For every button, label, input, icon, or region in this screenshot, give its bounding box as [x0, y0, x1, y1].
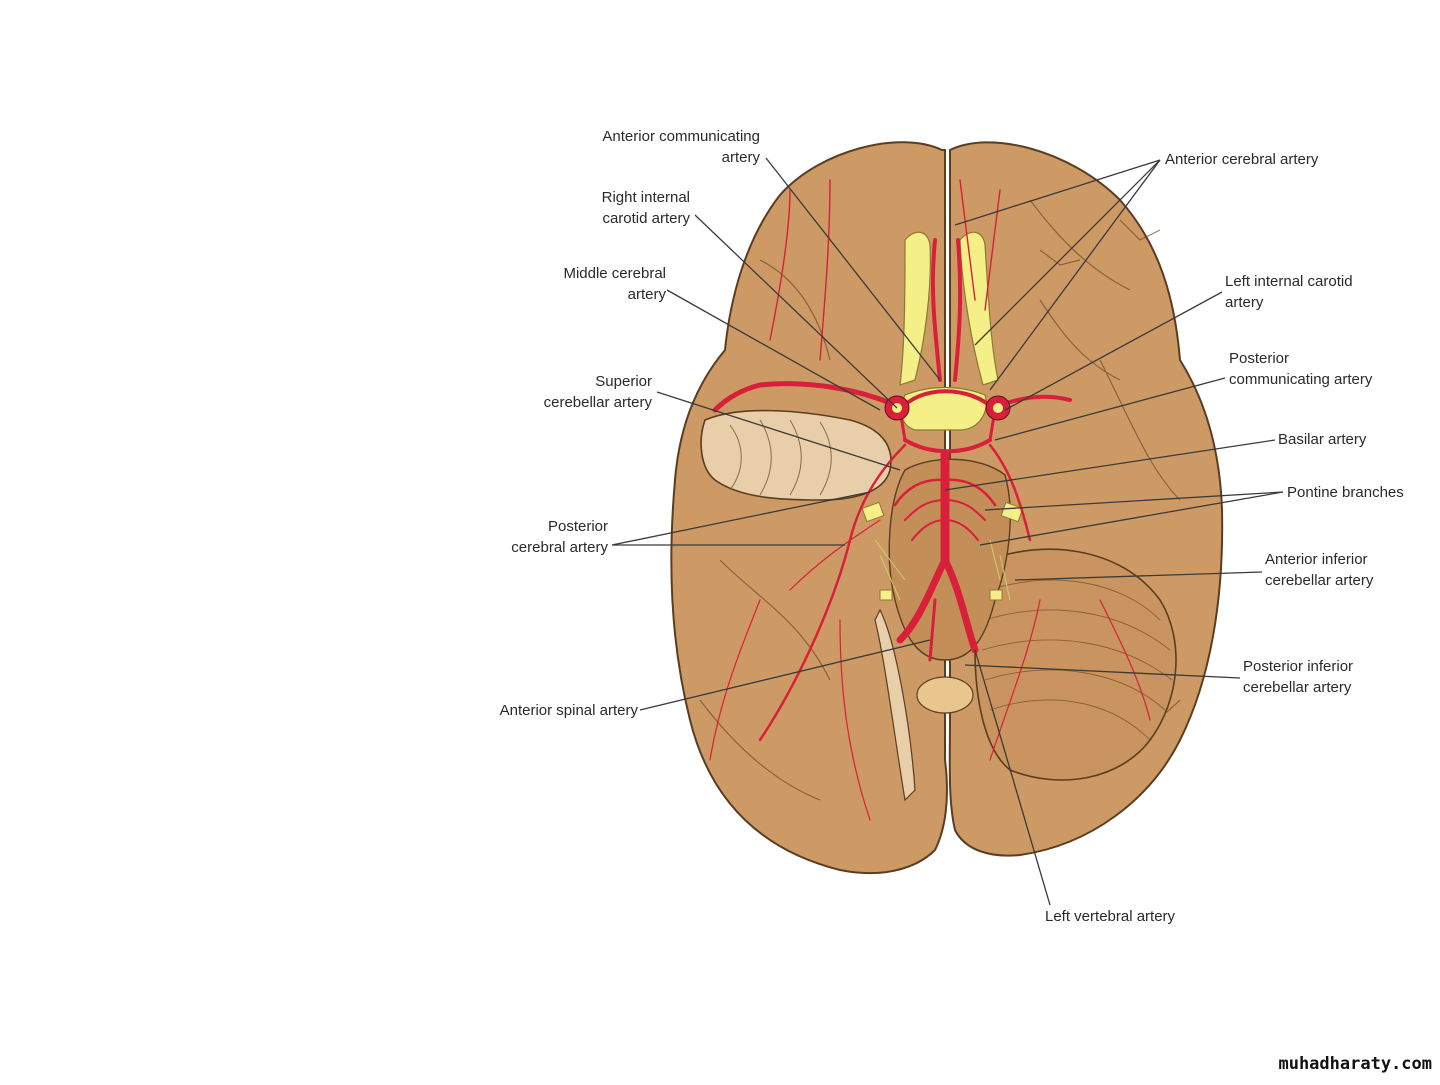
temporal-lobe-cut [700, 409, 892, 501]
optic-chiasm [900, 386, 987, 431]
left-hemisphere [670, 141, 948, 875]
cerebellum [974, 548, 1177, 781]
label-anterior-cerebral-artery: Anterior cerebral artery [1165, 151, 1319, 168]
label-anterior-communicating-artery: Anterior communicating artery [602, 128, 760, 166]
label-anterior-inferior-cerebellar-artery: Anterior inferior cerebellar artery [1265, 551, 1374, 589]
label-right-internal-carotid-artery: Right internal carotid artery [601, 189, 690, 227]
label-middle-cerebral-artery: Middle cerebral artery [563, 265, 666, 303]
cranial-nerves [861, 501, 1024, 601]
leader-lines [611, 157, 1284, 906]
medulla-cut [916, 676, 974, 714]
label-basilar-artery: Basilar artery [1278, 431, 1367, 448]
label-left-vertebral-artery: Left vertebral artery [1045, 908, 1176, 925]
label-posterior-cerebral-artery: Posterior cerebral artery [511, 518, 608, 556]
label-posterior-inferior-cerebellar-artery: Posterior inferior cerebellar artery [1243, 658, 1354, 696]
label-pontine-branches: Pontine branches [1287, 484, 1404, 501]
label-left-internal-carotid-artery: Left internal carotid artery [1225, 273, 1353, 311]
left-cerebellum-cut [874, 608, 916, 802]
label-superior-cerebellar-artery: Superior cerebellar artery [543, 373, 652, 411]
label-posterior-communicating-artery: Posterior communicating artery [1229, 350, 1373, 388]
watermark: muhadharaty.com [1278, 1054, 1432, 1074]
olfactory-tracts [899, 231, 999, 386]
label-anterior-spinal-artery: Anterior spinal artery [499, 702, 638, 719]
